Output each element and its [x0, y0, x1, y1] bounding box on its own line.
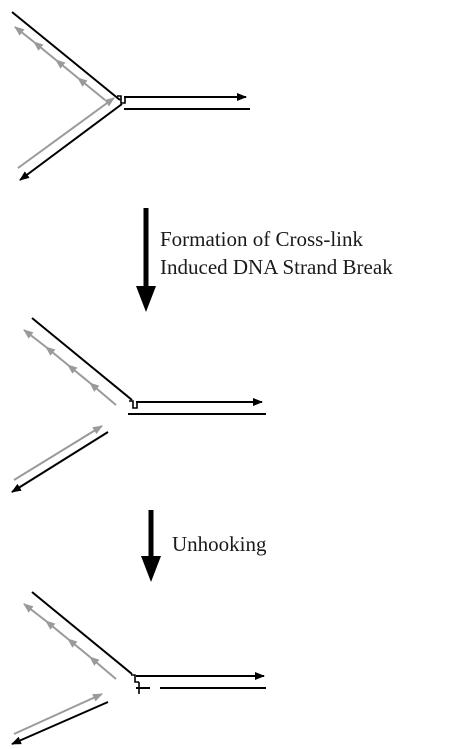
broken-nascent-strand	[13, 425, 103, 481]
nascent-fragment	[45, 346, 69, 366]
upper-parental-strand	[11, 11, 121, 101]
cross-link-icon	[129, 400, 138, 409]
upper-parental-strand	[31, 317, 133, 401]
stage-unhooked-fork	[11, 591, 266, 745]
step1-label-line2: Induced DNA Strand Break	[160, 255, 393, 279]
nascent-fragment	[67, 364, 91, 384]
stage-broken-fork	[11, 317, 266, 493]
nascent-fragment	[33, 41, 57, 61]
broken-nascent-strand	[13, 693, 103, 735]
nascent-fragment	[55, 59, 79, 79]
nascent-fragment	[77, 77, 106, 101]
broken-parental-strand	[11, 431, 109, 493]
step2-label: Unhooking	[172, 532, 267, 556]
cross-link-remnant-icon	[131, 674, 140, 694]
nascent-fragment	[23, 603, 47, 622]
broken-parental-strand	[11, 701, 109, 745]
process-arrow-2	[141, 510, 161, 582]
step1-label-line1: Formation of Cross-link	[160, 227, 363, 251]
lower-parental-strand	[19, 103, 123, 181]
process-arrow-1	[136, 208, 156, 312]
upper-parental-strand	[31, 591, 133, 675]
nascent-fragment	[89, 382, 117, 406]
nascent-fragment	[67, 638, 91, 658]
nascent-fragment	[23, 329, 47, 348]
leading-nascent-strand	[17, 97, 115, 169]
nascent-fragment	[45, 620, 69, 640]
nascent-fragment	[89, 656, 117, 680]
stage-stalled-fork	[11, 11, 250, 181]
nascent-fragment	[14, 26, 35, 43]
cross-link-icon	[117, 95, 126, 104]
